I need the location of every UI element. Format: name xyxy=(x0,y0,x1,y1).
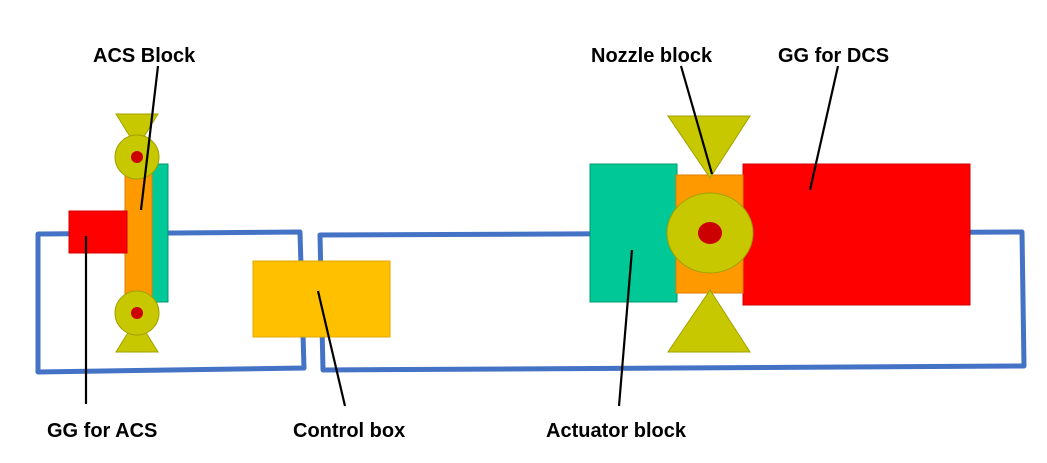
left-body-outline xyxy=(35,229,307,375)
label-acs-block: ACS Block xyxy=(93,45,196,67)
gg-for-dcs xyxy=(742,163,971,306)
gg-for-acs xyxy=(68,210,128,254)
leader-nozzle-block xyxy=(679,65,714,175)
acs-upper-nozzle-dot xyxy=(131,151,143,163)
leader-acs-block xyxy=(139,65,160,211)
acs-upper-nozzle xyxy=(115,113,159,149)
label-control-box: Control box xyxy=(293,420,405,442)
leader-gg-for-dcs xyxy=(808,65,840,191)
label-gg-for-acs: GG for ACS xyxy=(47,420,157,442)
acs-block xyxy=(124,165,153,301)
control-box xyxy=(252,260,391,338)
dcs-upper-nozzle xyxy=(667,115,751,179)
leader-actuator-block xyxy=(617,249,634,407)
dcs-lower-nozzle xyxy=(667,289,751,353)
acs-lower-nozzle-dot xyxy=(131,307,143,319)
leader-control-box xyxy=(316,290,347,407)
label-gg-for-dcs: GG for DCS xyxy=(778,45,889,67)
label-nozzle-block: Nozzle block xyxy=(591,45,713,67)
actuator-block xyxy=(589,163,678,303)
dcs-nozzle-dot xyxy=(698,222,722,244)
label-actuator-block: Actuator block xyxy=(546,420,687,442)
